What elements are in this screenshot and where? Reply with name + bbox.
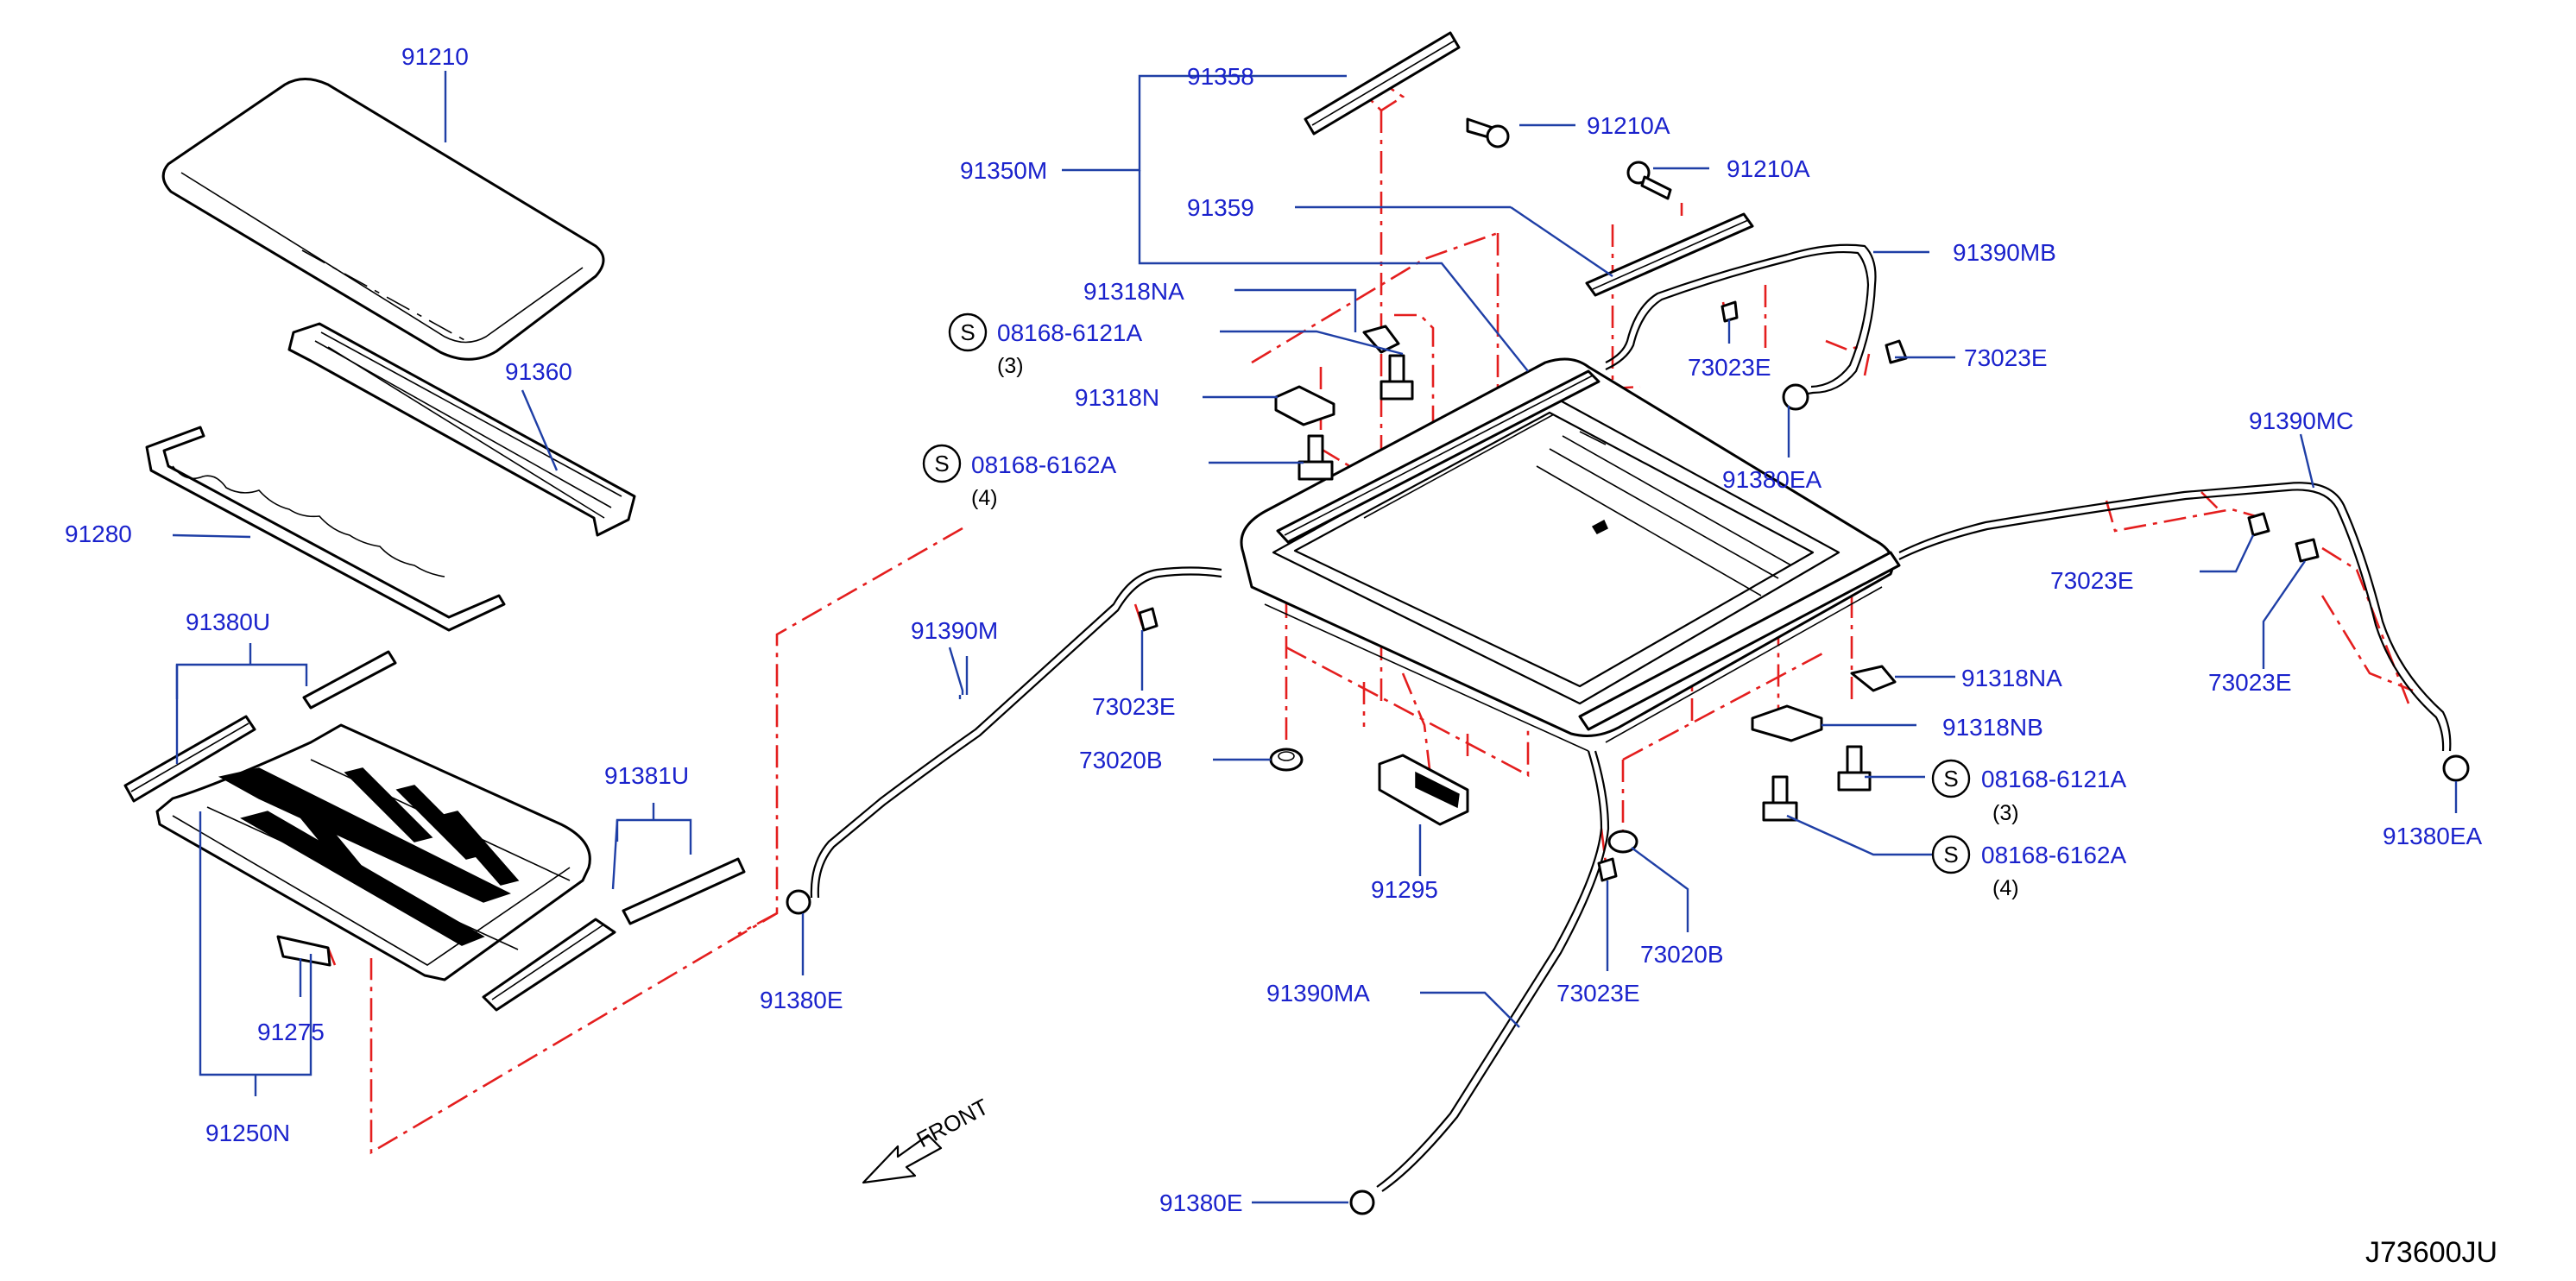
- callout-91210A-upper: 91210A: [1587, 112, 1670, 139]
- callout-73020B-left: 73020B: [1079, 747, 1163, 773]
- drain-hose-91390M: [810, 566, 1222, 899]
- clip-73023E-mb-1: [1720, 300, 1739, 323]
- svg-text:S: S: [1943, 766, 1958, 792]
- bracket-91318NB: [1751, 704, 1823, 742]
- grommet-73020B-right: [1607, 830, 1638, 854]
- callout-73023E-ma: 73023E: [1556, 980, 1640, 1006]
- callout-91390MC: 91390MC: [2249, 407, 2353, 434]
- callout-91275: 91275: [257, 1019, 325, 1045]
- end-cap-91380EA-upper: [1782, 383, 1809, 411]
- wind-deflector-91360: [287, 322, 636, 537]
- callout-91381U: 91381U: [604, 762, 689, 789]
- callout-91360: 91360: [505, 358, 572, 385]
- callout-73023E-mb-2: 73023E: [1964, 344, 2048, 371]
- bolt-08168-6121A-lower: [1837, 745, 1872, 792]
- bolt-08168-6121A-upper: [1380, 354, 1414, 401]
- clip-73023E-ma: [1597, 857, 1618, 882]
- callout-91359: 91359: [1187, 194, 1254, 221]
- callout-91318N: 91318N: [1075, 384, 1159, 411]
- motor-91295: [1378, 754, 1469, 826]
- callout-91380E-bottom: 91380E: [1159, 1190, 1243, 1216]
- svg-text:S: S: [1943, 842, 1958, 868]
- s-symbol-08168-6121A-upper: S: [948, 312, 988, 352]
- callout-08168-6162A-upper: 08168-6162A: [971, 451, 1116, 478]
- clip-73023E-mb-2: [1885, 339, 1908, 364]
- callout-08168-6121A-upper: 08168-6121A: [997, 319, 1142, 346]
- clip-73023E-left: [1138, 607, 1159, 632]
- qty-08168-6162A-lower: (4): [1992, 876, 2019, 900]
- clip-73023E-mc-2: [2295, 538, 2320, 563]
- callout-73023E-mc-1: 73023E: [2050, 567, 2134, 594]
- callout-08168-6162A-lower: 08168-6162A: [1981, 842, 2126, 868]
- drain-hose-91390MA: [1376, 750, 1610, 1192]
- qty-08168-6121A-upper: (3): [997, 354, 1024, 378]
- callout-91318NA-lower: 91318NA: [1961, 665, 2062, 691]
- callout-91318NB: 91318NB: [1942, 714, 2043, 741]
- drain-hose-91390MC: [1898, 482, 2452, 752]
- callout-91318NA-upper: 91318NA: [1083, 278, 1184, 305]
- sunshade-91250N: [155, 723, 591, 981]
- callout-73023E-left: 73023E: [1092, 693, 1176, 720]
- callout-labels: 91210 91360 91280 91380U 91381U 91275 91…: [65, 43, 2483, 1216]
- bolt-08168-6162A-lower: [1762, 775, 1798, 822]
- s-symbol-08168-6162A-upper: S: [922, 444, 962, 483]
- callout-91390M: 91390M: [911, 617, 998, 644]
- callout-91390MA: 91390MA: [1266, 980, 1370, 1006]
- front-arrow-icon: [862, 1133, 943, 1184]
- callout-91250N: 91250N: [205, 1120, 290, 1146]
- callout-91280: 91280: [65, 521, 132, 547]
- callout-91380EA-right: 91380EA: [2383, 823, 2483, 849]
- bracket-91318NA-upper: [1362, 325, 1400, 354]
- clip-73023E-mc-1: [2247, 512, 2270, 537]
- callout-91390MB: 91390MB: [1953, 239, 2056, 266]
- callout-73020B-right: 73020B: [1640, 941, 1724, 968]
- seal-91280: [145, 426, 506, 632]
- screw-91210A-upper: [1466, 117, 1510, 148]
- callout-08168-6121A-lower: 08168-6121A: [1981, 766, 2126, 792]
- screw-91210A-lower: [1626, 161, 1672, 200]
- front-label: FRONT: [912, 1094, 993, 1153]
- end-cap-91380EA-right: [2442, 754, 2470, 782]
- callout-91210A-lower: 91210A: [1727, 155, 1810, 182]
- callout-73023E-mc-2: 73023E: [2208, 669, 2292, 696]
- bracket-91275: [276, 935, 331, 967]
- bracket-91318N: [1274, 385, 1335, 426]
- callout-91380E-left: 91380E: [760, 987, 843, 1013]
- callout-91380EA-upper: 91380EA: [1722, 466, 1822, 493]
- rail-91380U: [123, 650, 397, 803]
- s-symbol-08168-6162A-lower: S: [1931, 835, 1971, 874]
- rail-91381U: [482, 857, 746, 1012]
- leader-lines: [172, 71, 2458, 1204]
- qty-08168-6162A-upper: (4): [971, 486, 998, 510]
- bolt-08168-6162A-upper: [1297, 434, 1334, 481]
- svg-text:S: S: [934, 451, 949, 476]
- svg-text:S: S: [960, 319, 975, 345]
- drain-hose-91390MB: [1605, 243, 1877, 402]
- grommet-73020B-left: [1269, 748, 1304, 772]
- callout-91350M: 91350M: [960, 157, 1047, 184]
- callout-73023E-mb-1: 73023E: [1688, 354, 1771, 381]
- callout-91210: 91210: [401, 43, 469, 70]
- qty-08168-6121A-lower: (3): [1992, 801, 2019, 825]
- callout-91295: 91295: [1371, 876, 1438, 903]
- callout-91358: 91358: [1187, 63, 1254, 90]
- glass-lid-91210: [161, 78, 605, 361]
- end-cap-91380E-bottom: [1349, 1190, 1375, 1215]
- end-cap-91380E-left: [786, 889, 811, 915]
- sunroof-frame: [1240, 357, 1894, 752]
- frame-rail-right: [1578, 551, 1901, 731]
- frame-rail-left: [1276, 369, 1601, 544]
- callout-91380U: 91380U: [186, 609, 270, 635]
- s-symbol-08168-6121A-lower: S: [1931, 759, 1971, 798]
- guide-rail-91358: [1304, 31, 1461, 136]
- guide-rail-91359: [1585, 212, 1754, 297]
- bracket-91318NA-lower: [1850, 665, 1897, 692]
- diagram-code: J73600JU: [2365, 1236, 2497, 1269]
